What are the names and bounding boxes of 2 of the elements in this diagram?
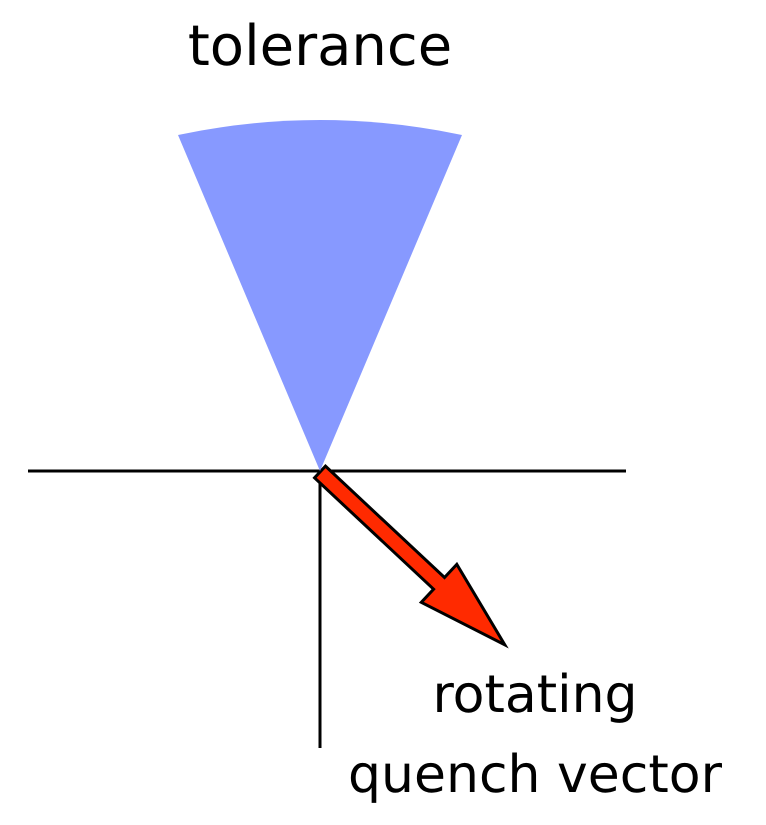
cone-label: tolerance — [186, 13, 454, 81]
vector-label: rotating quench vector — [347, 664, 723, 807]
